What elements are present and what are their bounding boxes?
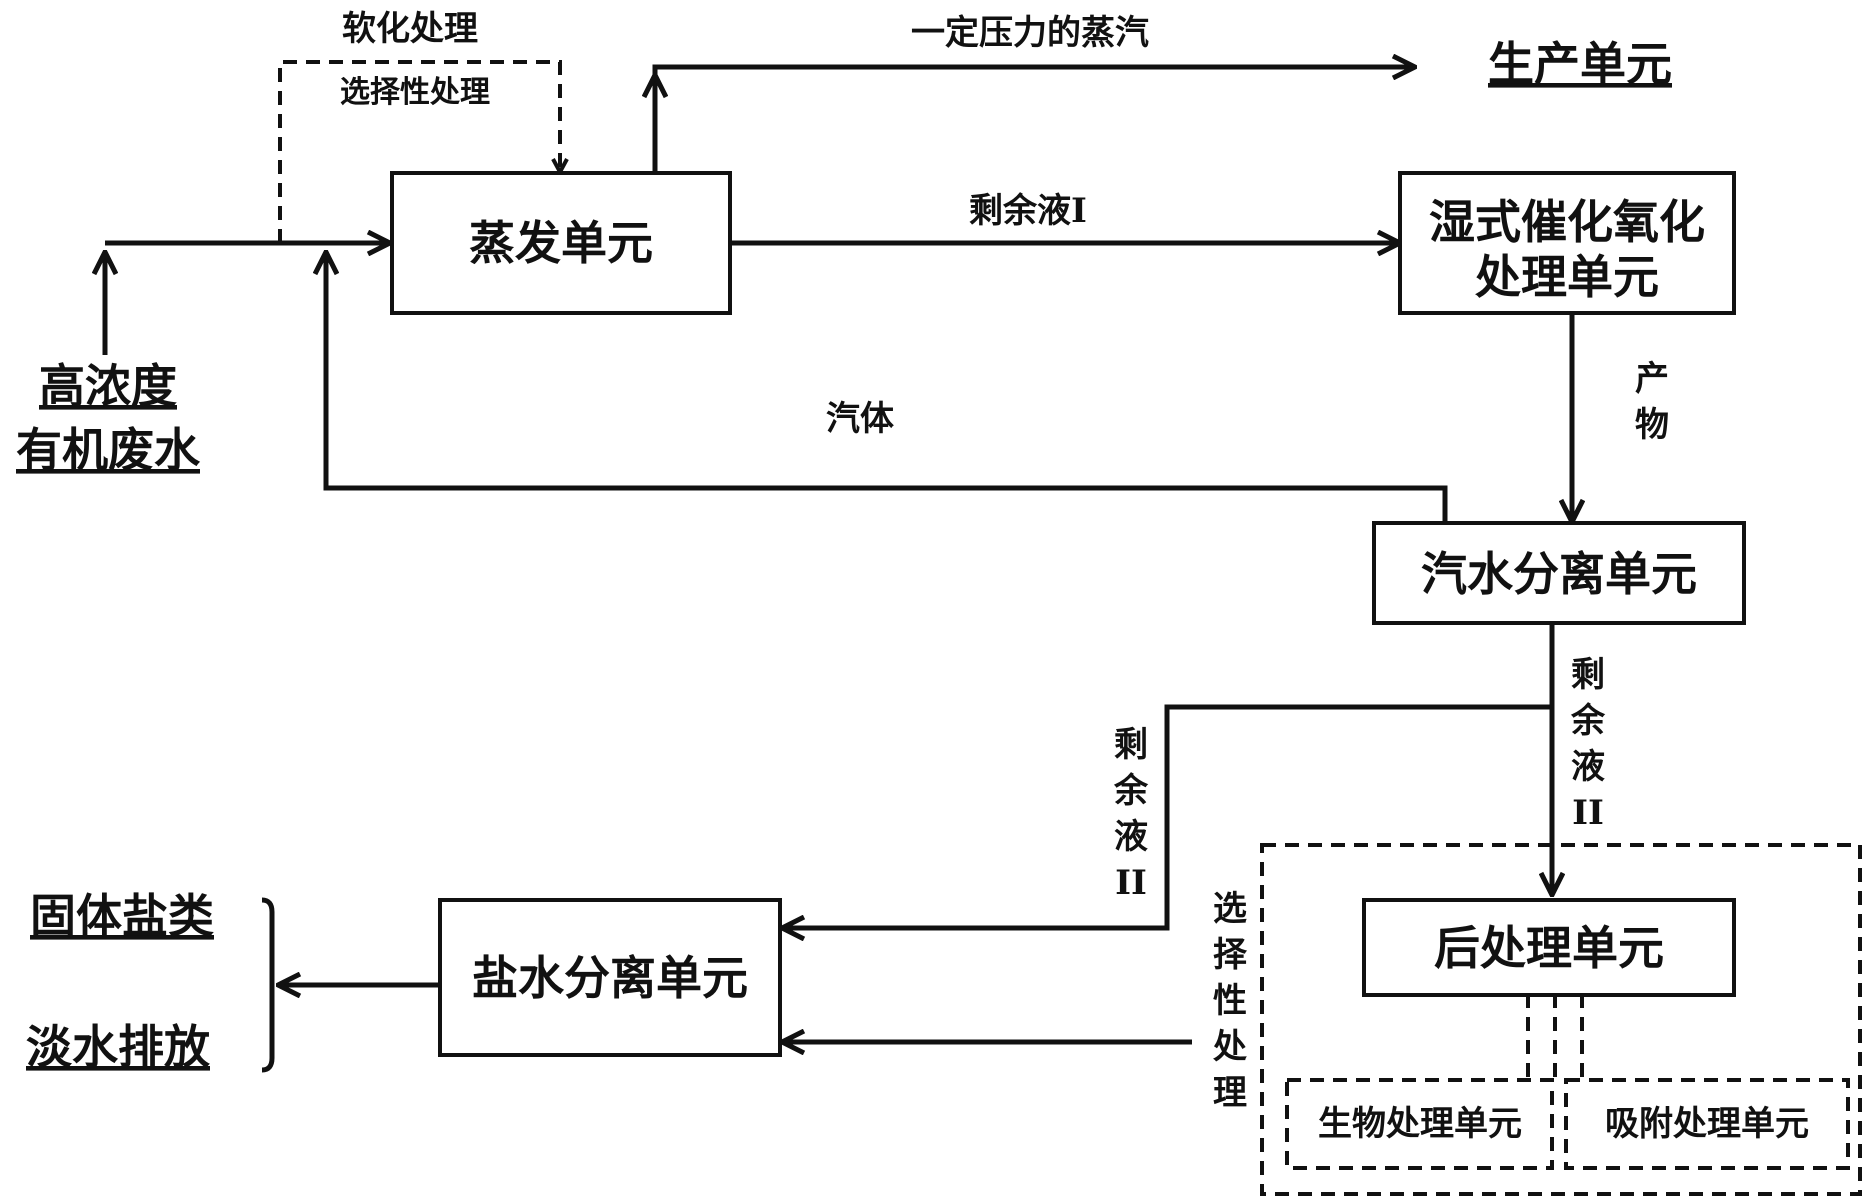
softening-label: 软化处理	[342, 9, 478, 49]
product-label: 产 物	[1635, 359, 1669, 445]
svg-text:选: 选	[1213, 889, 1247, 929]
svg-text:择: 择	[1213, 935, 1248, 975]
svg-text:处理单元: 处理单元	[1475, 250, 1659, 304]
svg-text:性: 性	[1213, 981, 1247, 1021]
pressure-steam-label: 一定压力的蒸汽	[911, 13, 1149, 53]
node-adsorption-treatment: 吸附处理单元	[1564, 1078, 1850, 1170]
production-label: 生产单元	[1488, 37, 1672, 91]
svg-text:余: 余	[1113, 771, 1149, 811]
residual-1-label: 剩余液I	[969, 191, 1087, 231]
input-label-line2: 有机废水	[16, 423, 201, 477]
svg-text:生物处理单元: 生物处理单元	[1318, 1104, 1522, 1144]
svg-text:后处理单元: 后处理单元	[1434, 921, 1664, 975]
gas-label: 汽体	[826, 399, 894, 439]
node-evaporation: 蒸发单元	[390, 171, 732, 315]
svg-text:处: 处	[1212, 1027, 1247, 1067]
svg-text:液: 液	[1571, 747, 1605, 787]
svg-text:理: 理	[1213, 1073, 1247, 1113]
selective-top-label: 选择性处理	[340, 75, 490, 110]
edge-residual-2-to-brine	[782, 704, 1552, 928]
node-post-treatment: 后处理单元	[1362, 898, 1736, 997]
svg-text:蒸发单元: 蒸发单元	[469, 216, 653, 270]
svg-text:余: 余	[1570, 701, 1606, 741]
svg-text:汽水分离单元: 汽水分离单元	[1421, 547, 1697, 601]
node-steam-water-separation: 汽水分离单元	[1372, 521, 1746, 625]
edge-softening-bypass	[278, 60, 560, 243]
node-brine-separation: 盐水分离单元	[438, 898, 782, 1057]
residual-2-right-label: 剩 余 液 II	[1570, 655, 1606, 833]
selective-bottom-label: 选 择 性 处 理	[1212, 889, 1248, 1113]
output-bracket	[261, 897, 275, 1073]
svg-text:剩: 剩	[1571, 655, 1605, 695]
svg-text:II: II	[1115, 863, 1147, 903]
post-treatment-region	[1260, 843, 1862, 1196]
svg-text:液: 液	[1114, 817, 1148, 857]
svg-text:产: 产	[1635, 359, 1669, 399]
svg-text:吸附处理单元: 吸附处理单元	[1605, 1104, 1809, 1144]
node-wet-catalytic: 湿式催化氧化 处理单元	[1398, 171, 1736, 315]
input-label-line1: 高浓度	[39, 359, 177, 413]
solid-salt-label: 固体盐类	[30, 889, 214, 943]
svg-text:II: II	[1572, 793, 1604, 833]
svg-text:湿式催化氧化: 湿式催化氧化	[1429, 195, 1705, 249]
edge-steam-to-production	[652, 67, 1415, 173]
node-bio-treatment: 生物处理单元	[1285, 1078, 1554, 1170]
freshwater-label: 淡水排放	[26, 1020, 210, 1074]
svg-text:物: 物	[1635, 405, 1669, 445]
edge-gas-return	[326, 252, 1448, 523]
residual-2-left-label: 剩 余 液 II	[1113, 725, 1149, 903]
svg-text:盐水分离单元: 盐水分离单元	[472, 951, 748, 1005]
svg-text:剩: 剩	[1114, 725, 1148, 765]
